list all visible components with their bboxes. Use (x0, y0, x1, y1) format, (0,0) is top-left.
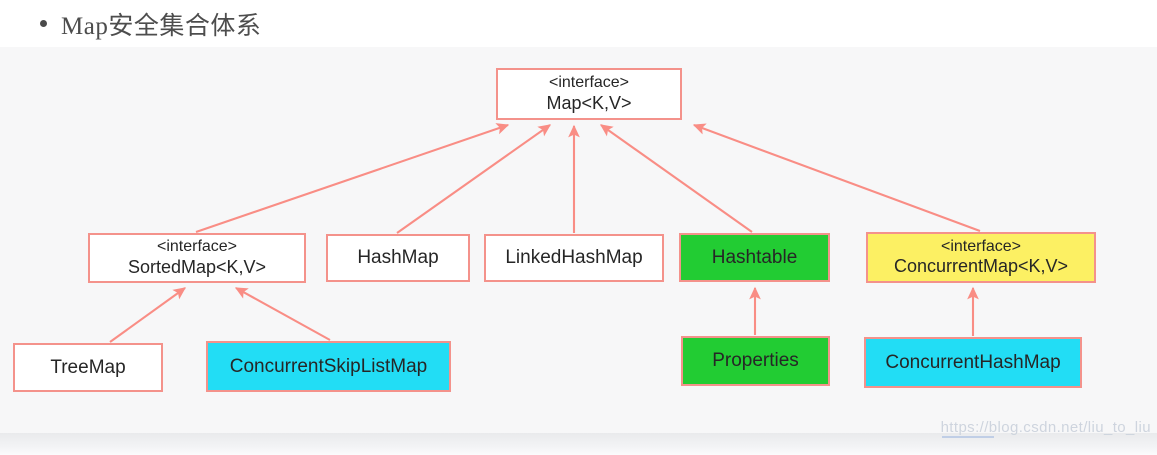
node-concurrenthashmap[interactable]: ConcurrentHashMap (864, 337, 1082, 388)
edge-hashmap-map (396, 124, 551, 234)
node-properties[interactable]: Properties (681, 336, 830, 386)
node-map-stereotype: <interface> (548, 74, 630, 92)
page-title: Map安全集合体系 (61, 12, 262, 40)
node-properties-name: Properties (712, 350, 799, 372)
node-concurrentmap[interactable]: <interface> ConcurrentMap<K,V> (866, 232, 1096, 283)
node-concurrentskiplistmap[interactable]: ConcurrentSkipListMap (206, 341, 451, 392)
node-concurrentmap-name: ConcurrentMap<K,V> (893, 256, 1069, 277)
node-hashtable[interactable]: Hashtable (679, 233, 830, 282)
edge-treemap-sortedmap (109, 287, 186, 343)
node-hashtable-name: Hashtable (711, 246, 798, 268)
slide-title: Map安全集合体系 (0, 0, 1157, 47)
node-linkedhashmap[interactable]: LinkedHashMap (484, 234, 664, 282)
class-diagram-panel: <interface> Map<K,V> <interface> SortedM… (0, 47, 1157, 433)
bullet-dot-icon (40, 20, 47, 27)
node-concurrentskiplistmap-name: ConcurrentSkipListMap (229, 355, 428, 377)
node-map[interactable]: <interface> Map<K,V> (496, 68, 682, 120)
node-hashmap[interactable]: HashMap (326, 234, 470, 282)
edge-hashtable-map (600, 124, 753, 233)
watermark-text: https://blog.csdn.net/liu_to_liu (940, 419, 1151, 436)
node-sortedmap[interactable]: <interface> SortedMap<K,V> (88, 233, 306, 283)
node-sortedmap-name: SortedMap<K,V> (127, 256, 267, 277)
node-treemap[interactable]: TreeMap (13, 343, 163, 392)
node-map-name: Map<K,V> (546, 92, 632, 113)
node-hashmap-name: HashMap (357, 247, 439, 269)
edge-concurrentmap-map (692, 123, 981, 232)
node-concurrenthashmap-name: ConcurrentHashMap (885, 351, 1061, 373)
node-sortedmap-stereotype: <interface> (156, 238, 238, 256)
bottom-strip (0, 433, 1157, 455)
edge-sortedmap-map (195, 123, 510, 233)
node-concurrentmap-stereotype: <interface> (940, 237, 1022, 255)
node-treemap-name: TreeMap (50, 356, 126, 378)
inheritance-edges (109, 123, 981, 343)
edge-cslm-sortedmap (234, 287, 331, 341)
node-linkedhashmap-name: LinkedHashMap (505, 247, 643, 269)
watermark-underline (942, 436, 994, 438)
